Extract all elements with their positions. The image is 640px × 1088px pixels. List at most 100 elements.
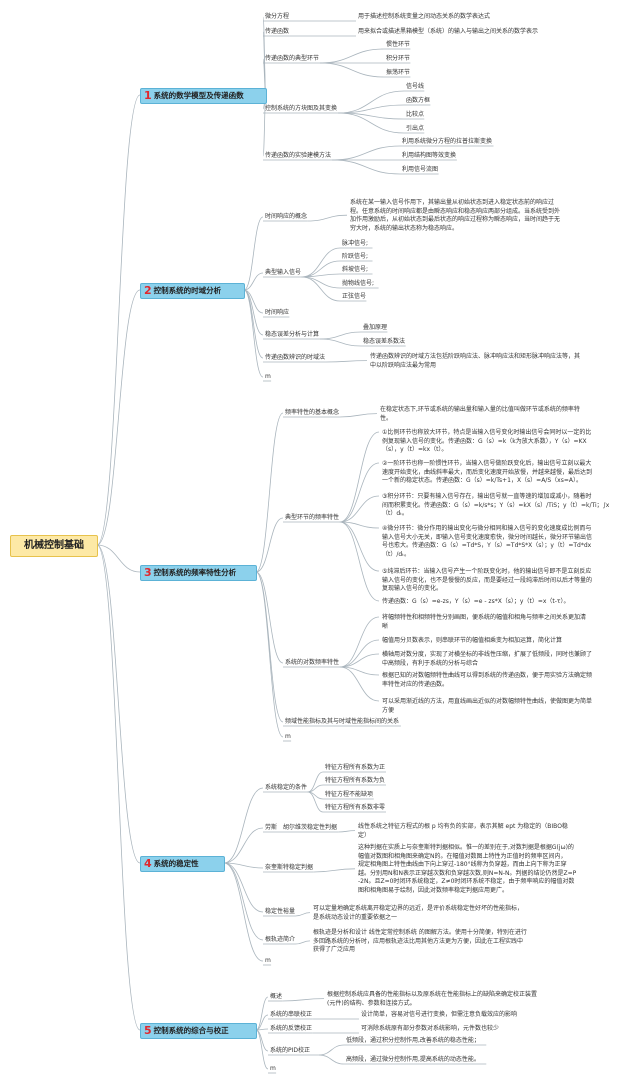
branch-label[interactable]: 系统的反馈校正 [270, 1025, 313, 1032]
leaf-label[interactable]: 特征方程所有系数为正 [325, 764, 386, 771]
leaf-label[interactable]: 比较点 [406, 111, 425, 118]
leaf-label[interactable]: 惯性环节 [386, 41, 411, 48]
branch-label[interactable]: 传递函数的实验建模方法 [265, 152, 332, 159]
description-line: 规定相角图上特性曲线由下向上穿过-180°线称为负穿越，而由上向下称为正穿 [358, 861, 567, 869]
branch-label[interactable]: 传递函数的典型环节 [265, 55, 320, 62]
branch-description: 设计简单，容易对信号进行变换，但需注意负载效应的影响 [361, 1011, 518, 1018]
section-item-connector [255, 412, 284, 573]
branch-label[interactable]: 系统稳定的条件 [265, 784, 308, 791]
item-block-connector [339, 521, 380, 572]
section-title: 控制系统的频率特性分析 [153, 568, 237, 577]
item-child-connector [301, 276, 341, 302]
block-line: 速度开始变化，曲线斜率最大，而后变化速度开始放慢，并越来越慢，最后达到 [382, 468, 593, 476]
description-line: 幅值对数图和相角图来确定N的。在幅值对数图上特性为正值时的频率区间内， [358, 852, 567, 860]
leaf-label[interactable]: 引出点 [406, 125, 425, 132]
root-section-connector [96, 289, 141, 546]
branch-label[interactable]: 系统的PID校正 [270, 1047, 311, 1054]
branch-label[interactable]: 劳斯 胡尔维茨稳定性判据 [265, 824, 338, 831]
branch-label[interactable]: 奈奎斯特稳定判据 [265, 864, 314, 871]
branch-label[interactable]: 传递函数 [265, 28, 290, 35]
description-line: 越。分别用N和N表示正穿越次数和负穿越次数,则N=N-N。判据的结论仍然是Z=P [358, 869, 577, 877]
branch-label[interactable]: 根轨迹简介 [265, 936, 296, 943]
leaf-label[interactable]: 积分环节 [386, 55, 411, 62]
leaf-label[interactable]: 振荡环节 [386, 69, 411, 76]
section-item-connector [243, 289, 264, 359]
leaf-label[interactable]: 信号线 [406, 83, 425, 90]
section-item-connector [243, 272, 264, 291]
leaf-label[interactable]: 阶跃信号; [342, 253, 369, 260]
branch-label[interactable]: 稳态误差分析与计算 [265, 331, 320, 338]
section-item-connector [255, 571, 284, 723]
section-item-connector [255, 1029, 269, 1070]
leaf-label[interactable]: 利用信号流图 [402, 166, 439, 173]
block-line: 率特性对应的传递函数。 [382, 680, 449, 688]
description-line: 程。任意系统的时间响应都是由瞬态响应和稳态响应两部分组成。当系统受到外 [350, 207, 561, 215]
branch-label[interactable]: m [265, 957, 271, 964]
branch-label[interactable]: 系统的对数频率特性 [285, 659, 340, 666]
item-block-connector [339, 521, 380, 529]
leaf-label[interactable]: 特征方程不能缺项 [325, 791, 374, 798]
branch-label[interactable]: m [270, 1065, 276, 1072]
section-item-connector [223, 787, 264, 864]
branch-label[interactable]: 稳定性裕量 [265, 908, 296, 915]
branch-label[interactable]: 时间响应的概念 [265, 213, 308, 220]
leaf-label[interactable]: 抛物线信号; [342, 280, 375, 287]
branch-label[interactable]: 微分方程 [265, 13, 290, 20]
leaf-label[interactable]: 函数方框 [406, 97, 431, 104]
branch-label[interactable]: 典型环节的频率特性 [285, 514, 340, 521]
description-line: 是系统动态设计的重要依据之一 [313, 913, 398, 921]
description-line: 可以定量地确定系统离开稳定边界的远近，是评价系统稳定性好坏的性能指标， [313, 905, 524, 912]
item-child-connector [319, 48, 385, 64]
branch-label[interactable]: 典型输入信号 [265, 269, 302, 276]
leaf-label[interactable]: 斜坡信号; [342, 266, 369, 273]
section-title: 系统的数学模型及传递函数 [153, 91, 244, 100]
branch-label[interactable]: 传递函数辨识的时域法 [265, 354, 326, 361]
branch-label[interactable]: 时间响应 [265, 309, 290, 316]
leaf-label[interactable]: 特征方程所有系数非零 [325, 804, 386, 811]
leaf-label[interactable]: 低频段，通过积分控制作用,改善系统的稳态性能； [346, 1037, 480, 1044]
item-block-connector [339, 653, 380, 668]
leaf-label[interactable]: 叠加原理 [363, 324, 388, 331]
branch-label[interactable]: 系统的串联校正 [270, 1011, 313, 1018]
item-child-connector [318, 1044, 345, 1056]
branch-label[interactable]: 频率特性的基本概念 [285, 409, 340, 416]
branch-label[interactable]: m [265, 373, 271, 380]
branch-label[interactable]: 概述 [270, 993, 283, 1000]
leaf-label[interactable]: 利用系统微分方程的拉普拉斯变换 [402, 138, 493, 145]
description-line: 根据控制系统应具备的性能指标以及原系统在性能指标上的缺陷来确定校正装置 [327, 991, 538, 998]
item-block-connector [339, 495, 380, 523]
leaf-label[interactable]: 高频段，通过微分控制作用,提高系统的动态性能。 [346, 1056, 480, 1063]
block-line: 复现输入信号的变化。 [382, 585, 443, 593]
leaf-label[interactable]: 稳态误差系数法 [363, 338, 406, 345]
item-child-connector [307, 791, 324, 813]
section-item-connector [243, 289, 264, 378]
section-item-connector [223, 827, 264, 864]
root-node[interactable]: 机械控制基础 [10, 535, 98, 557]
block-line: ④微分环节：微分作用的输出变化与微分相同和输入信号的变化速度成比例而与 [382, 525, 592, 532]
block-line: 输入信号大小无关，即输入信号变化速度愈快，微分时间越长，微分环节输出信 [382, 533, 593, 541]
item-child-connector [338, 104, 405, 114]
description-line: 穷大时，系统的输出状态称为稳态响应。 [350, 224, 459, 232]
branch-description: 用来拟合或描述黑箱模型（系统）的输入与输出之间关系的数学表示 [358, 28, 539, 35]
branch-label[interactable]: m [285, 733, 291, 740]
block-line: 间而积累变化。传递函数：G（s）=k/s*s；Y（s）=kX（s）/TiS；y（… [382, 501, 610, 509]
section-item-connector [223, 862, 264, 962]
section-number: 3 [144, 566, 152, 579]
section-item-connector [255, 996, 269, 1031]
item-child-connector [301, 260, 341, 278]
leaf-label[interactable]: 利用结构图等效变换 [402, 152, 457, 159]
branch-label[interactable]: 频域性能指标及其与时域性能指标间的关系 [285, 718, 400, 725]
leaf-label[interactable]: 脉冲信号; [342, 240, 369, 247]
leaf-label[interactable]: 特征方程所有系数为负 [325, 777, 386, 784]
block-line: ②一阶环节也称一阶惯性环节，当输入信号做阶跃变化后，输出信号立刻以最大 [382, 460, 592, 467]
section-item-connector [255, 1014, 269, 1031]
leaf-label[interactable]: 正弦信号 [342, 293, 367, 300]
block-line: 号也愈大。传递函数：G（s）=Td*S，Y（s）=Td*S*X（s）；y（t）=… [382, 542, 592, 550]
branch-label[interactable]: 控制系统的方块图及其变换 [265, 105, 338, 112]
